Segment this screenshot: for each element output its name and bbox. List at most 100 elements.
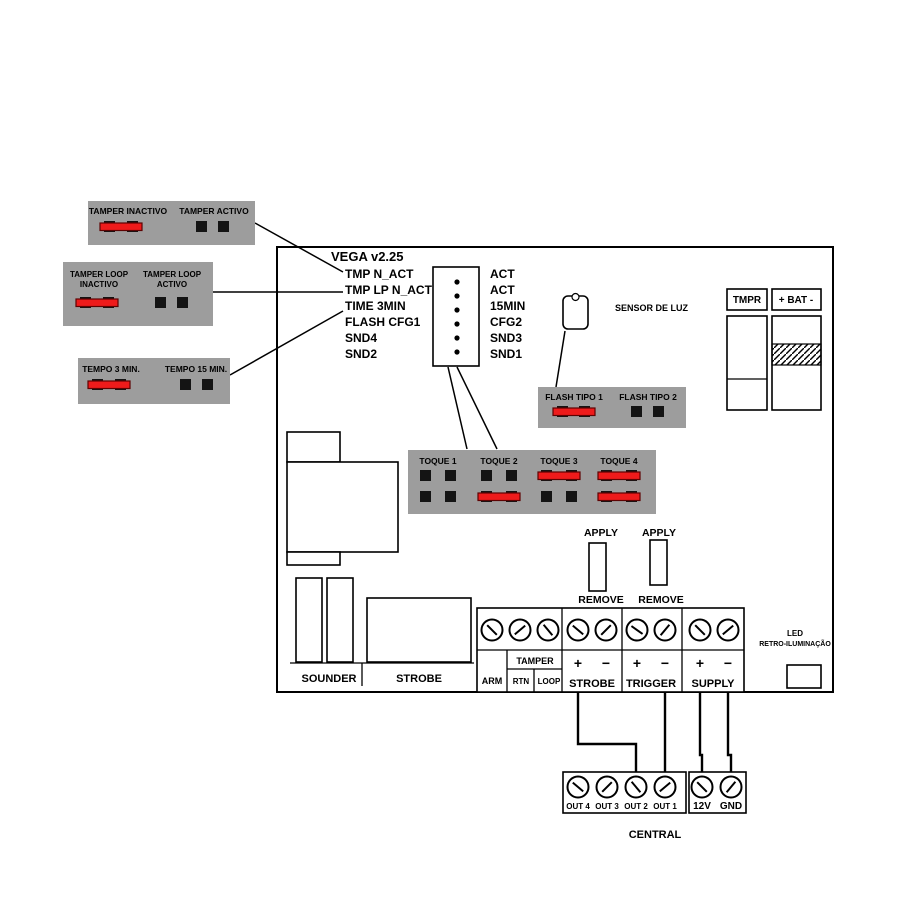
battery-hatch-band	[771, 343, 822, 366]
pin-label-right: ACT	[490, 267, 515, 281]
rtn-label: RTN	[513, 677, 530, 686]
central-connector: OUT 4 OUT 3 OUT 2 OUT 1 12V GND CENTRAL	[562, 771, 747, 841]
trigger-plus-label: +	[633, 655, 641, 671]
sounder-label: SOUNDER	[301, 673, 356, 685]
flash-tipo-2-label: FLASH TIPO 2	[619, 392, 677, 402]
tamper-inactive-label: TAMPER INACTIVO	[89, 206, 168, 216]
trigger-terminal-label: TRIGGER	[626, 678, 676, 690]
pin-label-left: FLASH CFG1	[345, 315, 421, 329]
light-sensor-notch	[571, 292, 580, 302]
pin-label-right: SND1	[490, 347, 522, 361]
apply-label: APPLY	[642, 527, 676, 539]
loop-label: LOOP	[538, 677, 561, 686]
led-label-line1: LED	[787, 629, 803, 638]
loop-inactive-label-1: TAMPER LOOP	[70, 270, 129, 279]
sounder-element-1	[295, 577, 323, 663]
toque-1-jumpers	[420, 470, 456, 502]
led-component	[786, 664, 822, 689]
strobe-shape-label: STROBE	[396, 673, 442, 685]
out4-label: OUT 4	[566, 802, 590, 811]
screw-terminal-rtn	[508, 618, 532, 642]
toque-2-label: TOQUE 2	[480, 456, 517, 466]
apply-label: APPLY	[584, 527, 618, 539]
supply-plus-label: +	[696, 655, 704, 671]
leader-flash-callout	[555, 330, 566, 388]
screw-terminal-out3	[595, 775, 619, 799]
strobe-terminal-label: STROBE	[569, 678, 615, 690]
12v-label: 12V	[693, 801, 711, 812]
central-title: CENTRAL	[629, 829, 682, 841]
jumper-closed	[552, 406, 596, 417]
supply-plus-wire	[698, 692, 704, 772]
screw-terminal-out4	[566, 775, 590, 799]
battery-tab-2: APPLY REMOVE	[638, 527, 684, 606]
transformer-bottom-tab	[286, 551, 341, 566]
config-pin-header: TMP N_ACT TMP LP N_ACT TIME 3MIN FLASH C…	[345, 266, 525, 367]
strobe-plus-label: +	[574, 655, 582, 671]
screw-terminal-out1	[653, 775, 677, 799]
toque-4-label: TOQUE 4	[600, 456, 637, 466]
pin-dot	[454, 293, 460, 299]
transformer-top-tab	[286, 431, 341, 463]
pin-dot	[454, 279, 460, 285]
jumper-open	[180, 379, 213, 390]
strobe-element	[366, 597, 472, 663]
toque-2-jumpers	[477, 470, 521, 502]
pin-dot	[454, 321, 460, 327]
loop-inactive-label-2: INACTIVO	[80, 280, 118, 289]
battery-tab-strip	[588, 542, 607, 592]
supply-terminal-label: SUPPLY	[691, 678, 735, 690]
toque-3-jumpers	[537, 470, 581, 502]
battery-label-box	[771, 288, 822, 311]
pin-label-left: SND4	[345, 331, 377, 345]
tmpr-label-box	[726, 288, 768, 311]
strobe-wire	[576, 692, 638, 772]
toque-3-label: TOQUE 3	[540, 456, 577, 466]
screw-terminal-supply-minus	[716, 618, 740, 642]
pin-label-left: TMP LP N_ACT	[345, 283, 433, 297]
board-title: VEGA v2.25	[331, 249, 404, 264]
leader-toque-callout-2	[456, 366, 498, 450]
remove-label: REMOVE	[578, 594, 624, 606]
tamper-active-label: TAMPER ACTIVO	[179, 206, 249, 216]
callout-tamper-loop: TAMPER LOOP INACTIVO TAMPER LOOP ACTIVO	[63, 262, 213, 326]
battery-label: + BAT -	[779, 295, 814, 306]
transformer	[286, 431, 399, 566]
tamper-group-label: TAMPER	[516, 656, 554, 666]
loop-active-label-1: TAMPER LOOP	[143, 270, 202, 279]
toque-1-label: TOQUE 1	[419, 456, 456, 466]
screw-terminal-gnd	[719, 775, 743, 799]
callout-tamper: TAMPER INACTIVO TAMPER ACTIVO	[88, 201, 255, 245]
pin-dot	[454, 349, 460, 355]
jumper-closed	[99, 221, 143, 232]
screw-terminal-out2	[624, 775, 648, 799]
transformer-body	[286, 461, 399, 553]
tempo-15min-label: TEMPO 15 MIN.	[165, 364, 227, 374]
callout-flash: FLASH TIPO 1 FLASH TIPO 2	[538, 387, 686, 428]
screw-terminal-12v	[690, 775, 714, 799]
out2-label: OUT 2	[624, 802, 648, 811]
arm-label: ARM	[482, 676, 503, 686]
callout-toque-box	[408, 450, 656, 514]
loop-active-label-2: ACTIVO	[157, 280, 187, 289]
pin-label-right: CFG2	[490, 315, 522, 329]
tamper-battery-connectors: TMPR + BAT -	[726, 288, 822, 411]
leader-lines	[213, 222, 566, 450]
screw-terminal-loop	[536, 618, 560, 642]
screw-terminal-supply-plus	[688, 618, 712, 642]
flash-tipo-1-label: FLASH TIPO 1	[545, 392, 603, 402]
backlight-led: LED RETRO-ILUMINAÇÃO	[759, 629, 831, 689]
pin-label-left: TIME 3MIN	[345, 299, 406, 313]
tmpr-connector	[726, 315, 768, 411]
battery-tab-strip	[649, 539, 668, 586]
screw-terminal-arm	[480, 618, 504, 642]
leader-tamper-callout	[254, 222, 344, 273]
screw-terminal-trigger-minus	[653, 618, 677, 642]
light-sensor-label: SENSOR DE LUZ	[615, 303, 689, 313]
terminal-strip: TAMPER ARM RTN LOOP + − STROBE + − TRIGG…	[476, 607, 745, 693]
remove-label: REMOVE	[638, 594, 684, 606]
gnd-label: GND	[720, 801, 742, 812]
tmpr-label: TMPR	[733, 295, 762, 306]
